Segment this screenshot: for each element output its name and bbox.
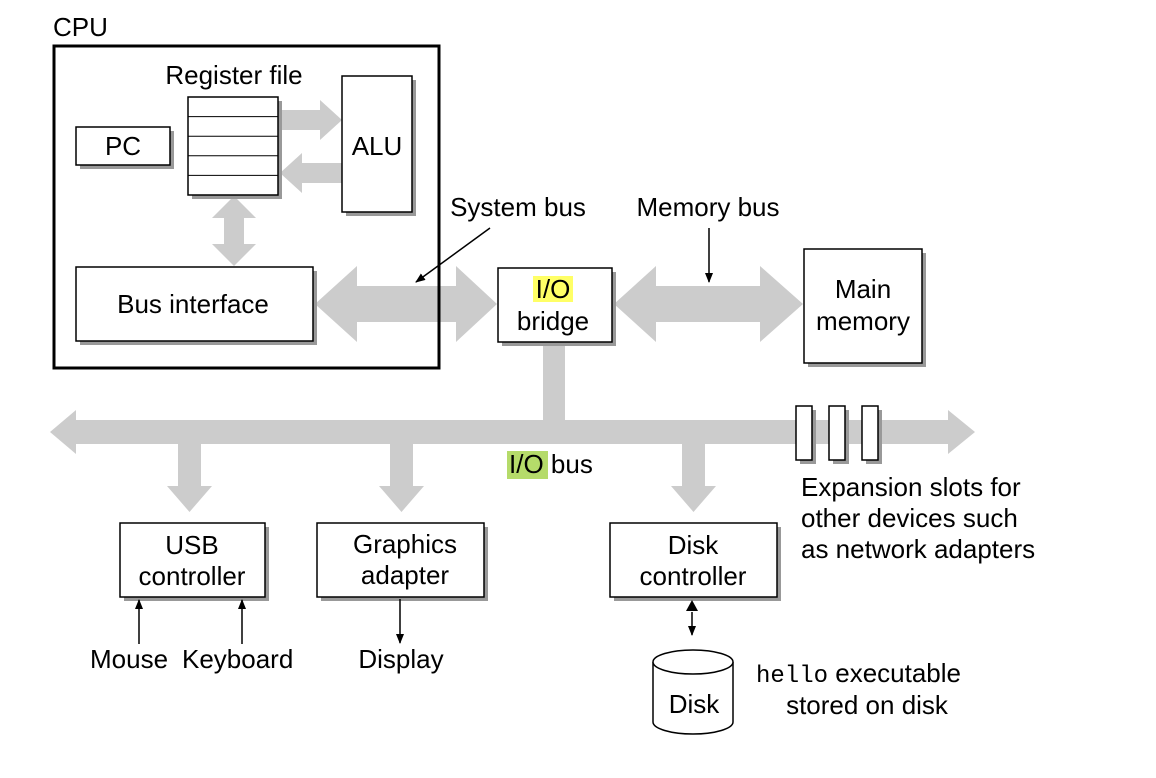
mouse-label: Mouse <box>90 644 168 674</box>
expansion-slots <box>795 405 882 464</box>
expansion-line2: other devices such <box>801 503 1018 533</box>
register-file <box>187 96 282 199</box>
alu-box <box>341 75 413 213</box>
alu-to-regfile-arrow <box>280 153 342 193</box>
io-bridge-highlight <box>533 276 573 302</box>
io-bridge-line2: bridge <box>517 306 589 336</box>
usb-controller-line1: USB <box>165 530 218 560</box>
disk-controller-line2: controller <box>640 561 747 591</box>
graphics-adapter-line1: Graphics <box>353 529 457 559</box>
expansion-line1: Expansion slots for <box>801 472 1021 502</box>
system-bus-label: System bus <box>450 192 586 222</box>
disk-drop-arrow <box>671 444 716 512</box>
disk-controller-line1: Disk <box>668 530 720 560</box>
regfile-to-alu-arrow <box>280 100 342 140</box>
usb-controller-box <box>119 522 266 598</box>
bus-interface-box <box>75 266 314 342</box>
hello-note-line2: stored on disk <box>786 690 949 720</box>
main-memory-line2: memory <box>816 306 910 336</box>
usb-drop-arrow <box>167 444 212 512</box>
disk-label: Disk <box>669 689 721 719</box>
io-bridge-stem <box>543 344 565 422</box>
main-memory-box <box>803 248 923 364</box>
disk-controller-box <box>609 522 778 598</box>
io-bridge-line1: I/O <box>536 274 571 304</box>
hello-note-line1: hello executable <box>756 658 961 690</box>
io-bus-highlight <box>507 451 548 479</box>
cpu-box <box>52 44 441 370</box>
memory-bus-label: Memory bus <box>636 192 779 222</box>
system-bus-pointer <box>415 227 491 283</box>
regfile-businterface-arrow <box>212 196 256 266</box>
pc-label: PC <box>105 131 141 161</box>
main-memory-line1: Main <box>835 274 891 304</box>
alu-label: ALU <box>352 131 403 161</box>
memory-bus-arrow <box>614 266 803 342</box>
pc-box <box>75 126 171 166</box>
display-label: Display <box>358 644 443 674</box>
bus-interface-label: Bus interface <box>117 289 269 319</box>
graphics-adapter-box <box>316 522 485 598</box>
io-bus-label: I/O bus <box>509 449 593 479</box>
register-file-label: Register file <box>165 60 302 90</box>
disk-cylinder <box>652 649 734 735</box>
cpu-title: CPU <box>53 12 108 42</box>
keyboard-label: Keyboard <box>182 644 293 674</box>
graphics-drop-arrow <box>379 444 424 512</box>
io-bus-arrow <box>50 410 975 454</box>
usb-controller-line2: controller <box>139 561 246 591</box>
graphics-adapter-line2: adapter <box>361 560 450 590</box>
expansion-line3: as network adapters <box>801 534 1035 564</box>
system-bus-arrow <box>315 266 497 342</box>
